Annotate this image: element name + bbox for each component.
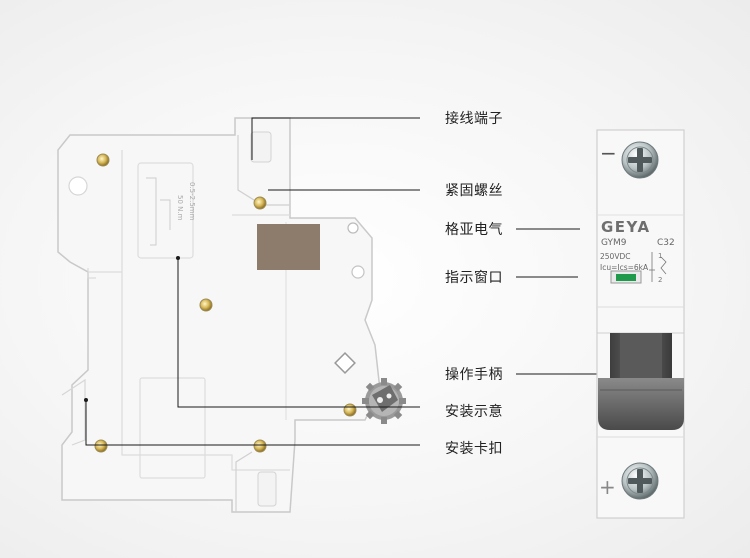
- housing-outline: [57, 117, 381, 513]
- print-spec-2: 50 N.m: [176, 195, 184, 221]
- model-number: GYM9: [601, 238, 627, 248]
- rivet-screws: [94, 153, 357, 453]
- print-area: [137, 162, 194, 259]
- plus-sign: +: [599, 475, 616, 499]
- label-screw: 紧固螺丝: [445, 183, 503, 199]
- diagram-bottom-number: 2: [658, 276, 662, 284]
- print-area-lower: [139, 377, 206, 479]
- bottom-terminal-screw: [621, 462, 659, 500]
- label-brand-note: 格亚电气: [445, 222, 503, 238]
- trip-window: [334, 352, 356, 374]
- front-housing: [596, 129, 685, 519]
- breaker-side-view: 0.5-2.5mm 50 N.m: [57, 117, 406, 513]
- handle-gear: [362, 378, 406, 424]
- breaker-front-view: − GEYA GYM9 C32 250VDC Icu=Ics=6kA 1 2: [596, 129, 685, 519]
- breaking-capacity-label: Icu=Ics=6kA: [600, 263, 649, 272]
- callout-install: [177, 258, 420, 408]
- minus-sign: −: [600, 141, 617, 165]
- top-terminal-screw: [621, 141, 659, 179]
- operating-handle[interactable]: [598, 333, 684, 430]
- brown-window: [257, 224, 320, 270]
- callout-clip: [85, 400, 420, 446]
- label-operating-handle: 操作手柄: [445, 367, 503, 383]
- circuit-symbol-icon: [649, 252, 667, 282]
- callout-terminal: [251, 117, 420, 160]
- label-indicator-window: 指示窗口: [445, 270, 503, 286]
- diagram-top-number: 1: [658, 252, 662, 260]
- print-spec-1: 0.5-2.5mm: [188, 182, 196, 221]
- mount-hole: [68, 176, 88, 196]
- label-din-clip: 安装卡扣: [445, 441, 503, 457]
- status-indicator: [616, 274, 636, 281]
- rating-label: C32: [657, 238, 675, 248]
- voltage-label: 250VDC: [600, 252, 630, 261]
- label-install-diagram: 安装示意: [445, 404, 503, 420]
- terminal-slot-top: [250, 131, 272, 163]
- callout-lines: [85, 117, 598, 446]
- terminal-slot-bottom: [257, 471, 277, 507]
- handle-knob[interactable]: [598, 378, 684, 430]
- brand-logo: GEYA: [601, 218, 651, 236]
- label-terminal: 接线端子: [445, 111, 503, 127]
